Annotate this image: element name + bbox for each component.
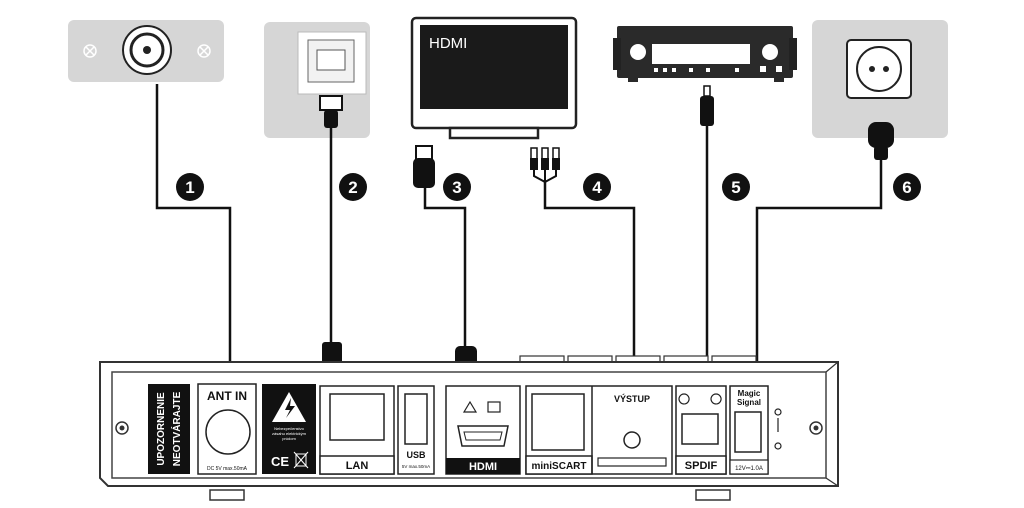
step-5-marker (722, 173, 750, 201)
amplifier-icon (613, 26, 797, 82)
step-1-label: 1 (185, 178, 194, 197)
tv-icon (410, 16, 578, 140)
shock-warning-text-3: prúdom (282, 436, 296, 441)
step-2-label: 2 (348, 178, 357, 197)
set-top-box-rear-panel (99, 355, 839, 501)
power-port-label: 12V⎓1.0A (735, 466, 763, 472)
ant-in-label: ANT IN (207, 389, 247, 403)
warning-label-line2: NEOTVÁRAJTE (170, 391, 183, 466)
step-5-label: 5 (731, 178, 740, 197)
usb-port-label: USB (406, 450, 426, 460)
step-1-marker (176, 173, 204, 201)
lan-port-label: LAN (346, 460, 369, 472)
ce-mark: CE (271, 454, 289, 469)
step-3-marker (443, 173, 471, 201)
shock-warning-text-1: Nebezpečenstvo (274, 426, 305, 431)
antenna-wall-socket (68, 20, 224, 82)
shock-warning-text-2: zásahu elektrickým (272, 431, 307, 436)
vystup-port-label: VÝSTUP (614, 393, 650, 404)
step-6-label: 6 (902, 178, 911, 197)
weee-bin-icon (293, 451, 309, 469)
hdmi-port-label: HDMI (469, 461, 497, 473)
miniscart-port-label: miniSCART (532, 461, 587, 472)
step-6-marker (893, 173, 921, 201)
ant-in-sublabel: DC 5V max.50mA (207, 466, 248, 472)
magic-signal-label-2: Signal (737, 398, 761, 407)
step-4-label: 4 (592, 178, 602, 197)
warning-label-line1: UPOZORNENIE (156, 392, 167, 466)
step-markers (176, 173, 921, 201)
usb-port-sublabel: 5V max.50mA (402, 464, 430, 469)
tv-label: HDMI (429, 35, 467, 52)
lan-wall-socket (264, 22, 370, 138)
step-2-marker (339, 173, 367, 201)
power-wall-outlet (812, 20, 948, 138)
spdif-port-label: SPDIF (685, 460, 718, 472)
cables (155, 84, 883, 400)
step-3-label: 3 (452, 178, 461, 197)
magic-signal-label-1: Magic (738, 389, 761, 398)
step-4-marker (583, 173, 611, 201)
